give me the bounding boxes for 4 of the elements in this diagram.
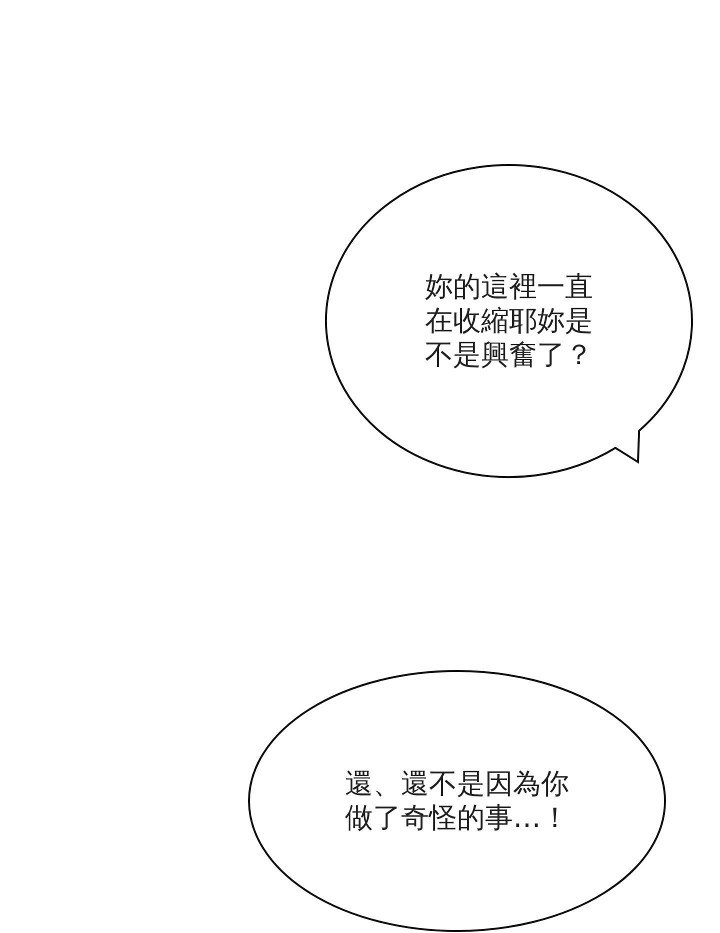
speech-bubble bbox=[248, 670, 666, 932]
speech-text: 還、還不是因為你做了奇怪的事…！ bbox=[344, 767, 570, 835]
speech-bubble bbox=[325, 164, 693, 478]
speech-text: 妳的這裡一直在收縮耶妳是不是興奮了？ bbox=[424, 270, 594, 372]
